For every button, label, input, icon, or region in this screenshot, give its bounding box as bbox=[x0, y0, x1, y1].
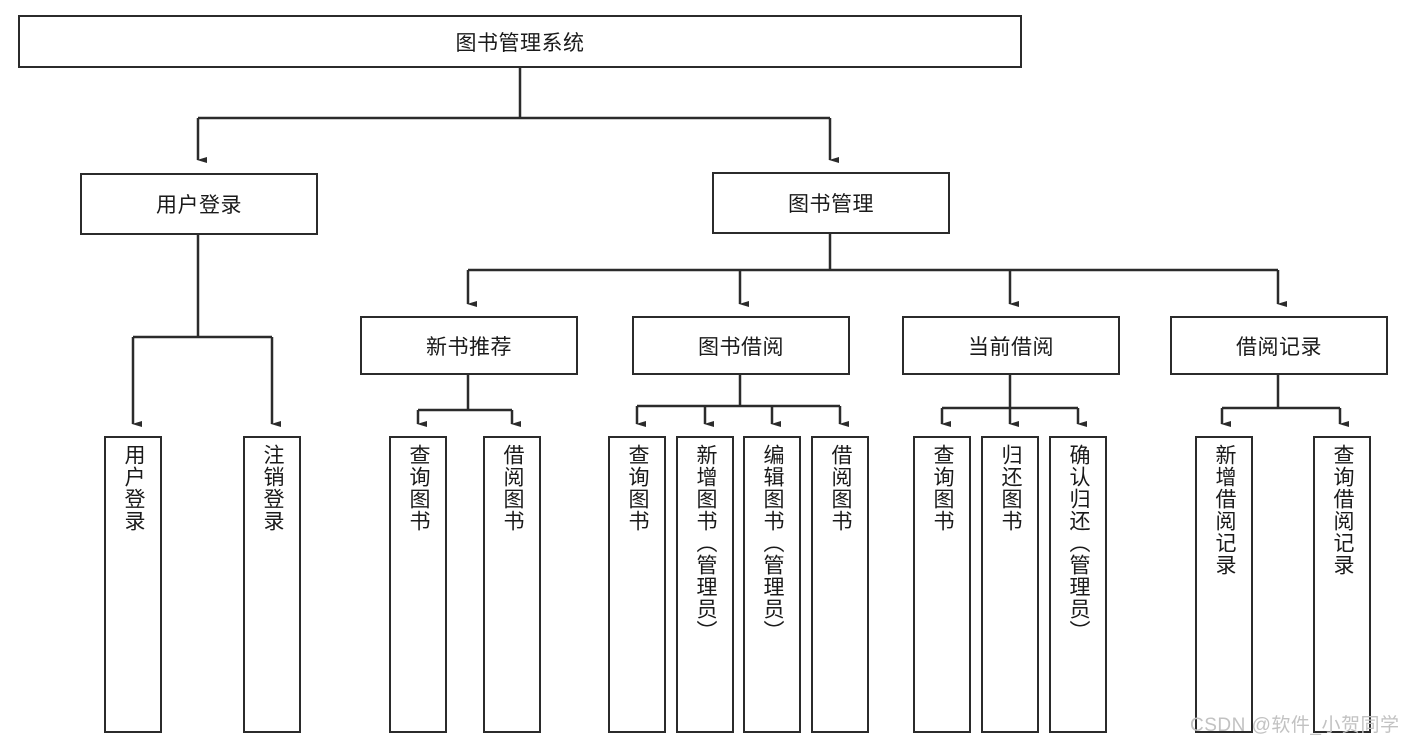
node-book-borrow[interactable]: 图书借阅 bbox=[632, 316, 850, 375]
node-leaf-query-book-1-label: 查询图书 bbox=[407, 444, 431, 532]
node-leaf-query-book-1[interactable]: 查询图书 bbox=[389, 436, 447, 733]
node-borrow-record[interactable]: 借阅记录 bbox=[1170, 316, 1388, 375]
node-leaf-borrow-book-2-label: 借阅图书 bbox=[829, 444, 853, 532]
node-leaf-return-book[interactable]: 归还图书 bbox=[981, 436, 1039, 733]
node-leaf-add-book[interactable]: 新增图书（管理员） bbox=[676, 436, 734, 733]
node-current-borrow-label: 当前借阅 bbox=[968, 335, 1054, 359]
node-user-login-label: 用户登录 bbox=[156, 194, 242, 217]
node-leaf-query-book-2-label: 查询图书 bbox=[626, 444, 650, 532]
node-leaf-borrow-book-1-label: 借阅图书 bbox=[501, 444, 525, 532]
node-leaf-borrow-book-2[interactable]: 借阅图书 bbox=[811, 436, 869, 733]
node-root[interactable]: 图书管理系统 bbox=[18, 15, 1022, 68]
node-new-book-rec-label: 新书推荐 bbox=[426, 335, 512, 359]
node-leaf-add-record-label: 新增借阅记录 bbox=[1213, 444, 1237, 576]
node-leaf-edit-book[interactable]: 编辑图书（管理员） bbox=[743, 436, 801, 733]
node-book-manage[interactable]: 图书管理 bbox=[712, 172, 950, 234]
node-leaf-query-book-3-label: 查询图书 bbox=[931, 444, 955, 532]
node-leaf-query-book-2[interactable]: 查询图书 bbox=[608, 436, 666, 733]
node-leaf-logout-label: 注销登录 bbox=[261, 444, 285, 532]
node-leaf-query-record-label: 查询借阅记录 bbox=[1331, 444, 1355, 576]
node-leaf-query-book-3[interactable]: 查询图书 bbox=[913, 436, 971, 733]
node-leaf-user-login[interactable]: 用户登录 bbox=[104, 436, 162, 733]
watermark: CSDN @软件_小贺同学 bbox=[1190, 715, 1400, 736]
node-current-borrow[interactable]: 当前借阅 bbox=[902, 316, 1120, 375]
node-root-label: 图书管理系统 bbox=[455, 31, 585, 55]
node-leaf-confirm-return-label: 确认归还（管理员） bbox=[1067, 444, 1091, 642]
node-leaf-user-login-label: 用户登录 bbox=[122, 444, 146, 532]
node-leaf-edit-book-label: 编辑图书（管理员） bbox=[761, 444, 785, 642]
node-borrow-record-label: 借阅记录 bbox=[1236, 335, 1322, 359]
node-leaf-query-record[interactable]: 查询借阅记录 bbox=[1313, 436, 1371, 733]
node-book-manage-label: 图书管理 bbox=[788, 193, 874, 216]
node-leaf-add-book-label: 新增图书（管理员） bbox=[694, 444, 718, 642]
node-leaf-borrow-book-1[interactable]: 借阅图书 bbox=[483, 436, 541, 733]
node-leaf-logout[interactable]: 注销登录 bbox=[243, 436, 301, 733]
node-book-borrow-label: 图书借阅 bbox=[698, 335, 784, 359]
node-leaf-confirm-return[interactable]: 确认归还（管理员） bbox=[1049, 436, 1107, 733]
node-new-book-rec[interactable]: 新书推荐 bbox=[360, 316, 578, 375]
node-leaf-add-record[interactable]: 新增借阅记录 bbox=[1195, 436, 1253, 733]
node-user-login[interactable]: 用户登录 bbox=[80, 173, 318, 235]
node-leaf-return-book-label: 归还图书 bbox=[999, 444, 1023, 532]
